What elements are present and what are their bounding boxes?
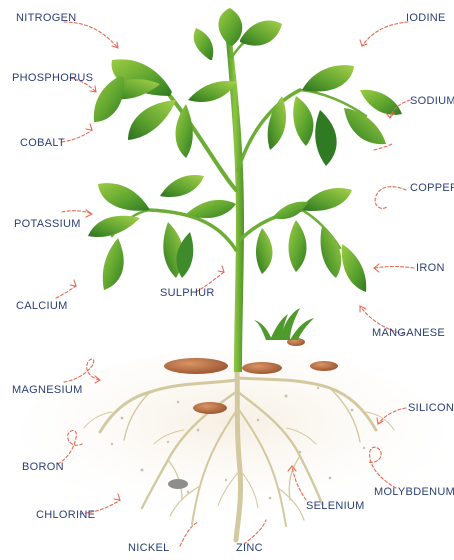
- label-boron: BORON: [22, 461, 64, 473]
- grass-tuft: [254, 308, 314, 340]
- label-silicon: SILICON: [408, 402, 454, 414]
- label-sodium: SODIUM: [410, 95, 454, 107]
- label-zinc: ZINC: [236, 542, 263, 554]
- label-chlorine: CHLORINE: [36, 509, 95, 521]
- label-phosphorus: PHOSPHORUS: [12, 72, 93, 84]
- label-manganese: MANGANESE: [372, 327, 445, 339]
- label-magnesium: MAGNESIUM: [12, 384, 83, 396]
- label-iron: IRON: [416, 262, 445, 274]
- label-molybdenum: MOLYBDENUM: [374, 486, 454, 498]
- label-calcium: CALCIUM: [16, 300, 68, 312]
- label-sulphur: SULPHUR: [160, 287, 215, 299]
- label-potassium: POTASSIUM: [14, 218, 81, 230]
- label-cobalt: COBALT: [20, 137, 65, 149]
- label-iodine: IODINE: [406, 12, 446, 24]
- label-nitrogen: NITROGEN: [16, 12, 76, 24]
- soil-area: [17, 350, 447, 530]
- label-selenium: SELENIUM: [306, 500, 365, 512]
- label-copper: COPPER: [410, 182, 454, 194]
- label-nickel: NICKEL: [128, 542, 170, 554]
